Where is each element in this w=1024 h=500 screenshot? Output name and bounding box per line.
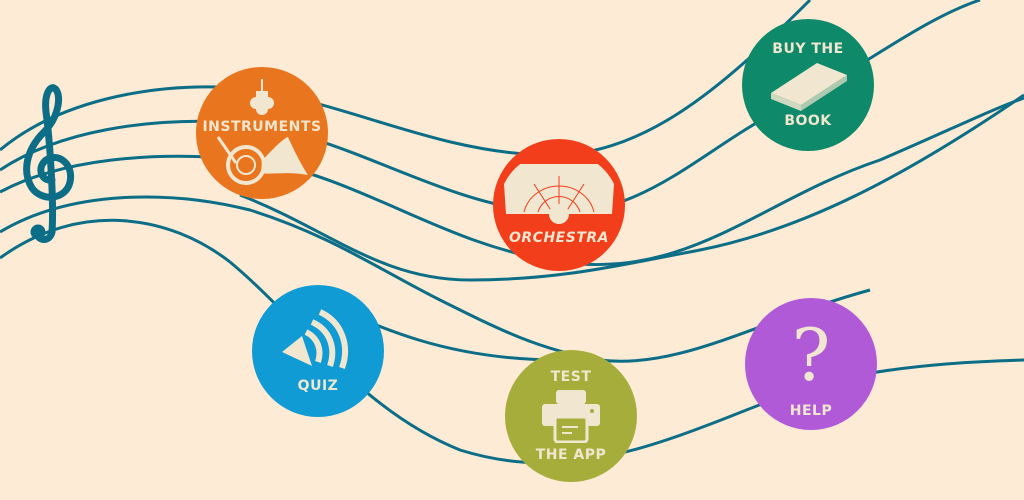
quiz-label: QUIZ bbox=[297, 378, 339, 394]
help-label: HELP bbox=[789, 403, 833, 419]
staff-line bbox=[0, 195, 871, 363]
test-the-app-button[interactable]: TEST THE APP bbox=[505, 350, 637, 482]
staff-line bbox=[0, 0, 812, 157]
violin-icon bbox=[250, 79, 274, 115]
instruments-button[interactable]: INSTRUMENTS bbox=[196, 67, 328, 199]
french-horn-icon bbox=[216, 136, 308, 185]
staff-line bbox=[239, 93, 1024, 282]
test-label: TEST bbox=[550, 369, 592, 385]
the-app-label: THE APP bbox=[535, 447, 607, 463]
buy-the-book-button[interactable]: BUY THE BOOK bbox=[742, 19, 874, 151]
orchestra-seating-icon bbox=[504, 164, 614, 224]
orchestra-button[interactable]: ORCHESTRA bbox=[493, 139, 625, 271]
buy-the-label: BUY THE bbox=[772, 41, 844, 57]
quiz-button[interactable]: QUIZ bbox=[252, 285, 384, 417]
question-mark-icon: ? bbox=[791, 313, 831, 397]
help-button[interactable]: ? HELP bbox=[745, 298, 877, 430]
speaker-sound-icon bbox=[282, 309, 348, 370]
book-icon bbox=[771, 63, 847, 111]
instruments-label: INSTRUMENTS bbox=[202, 119, 322, 135]
orchestra-label: ORCHESTRA bbox=[509, 230, 609, 246]
book-label: BOOK bbox=[784, 113, 832, 129]
treble-clef-icon bbox=[23, 84, 75, 243]
printer-icon bbox=[542, 390, 600, 443]
